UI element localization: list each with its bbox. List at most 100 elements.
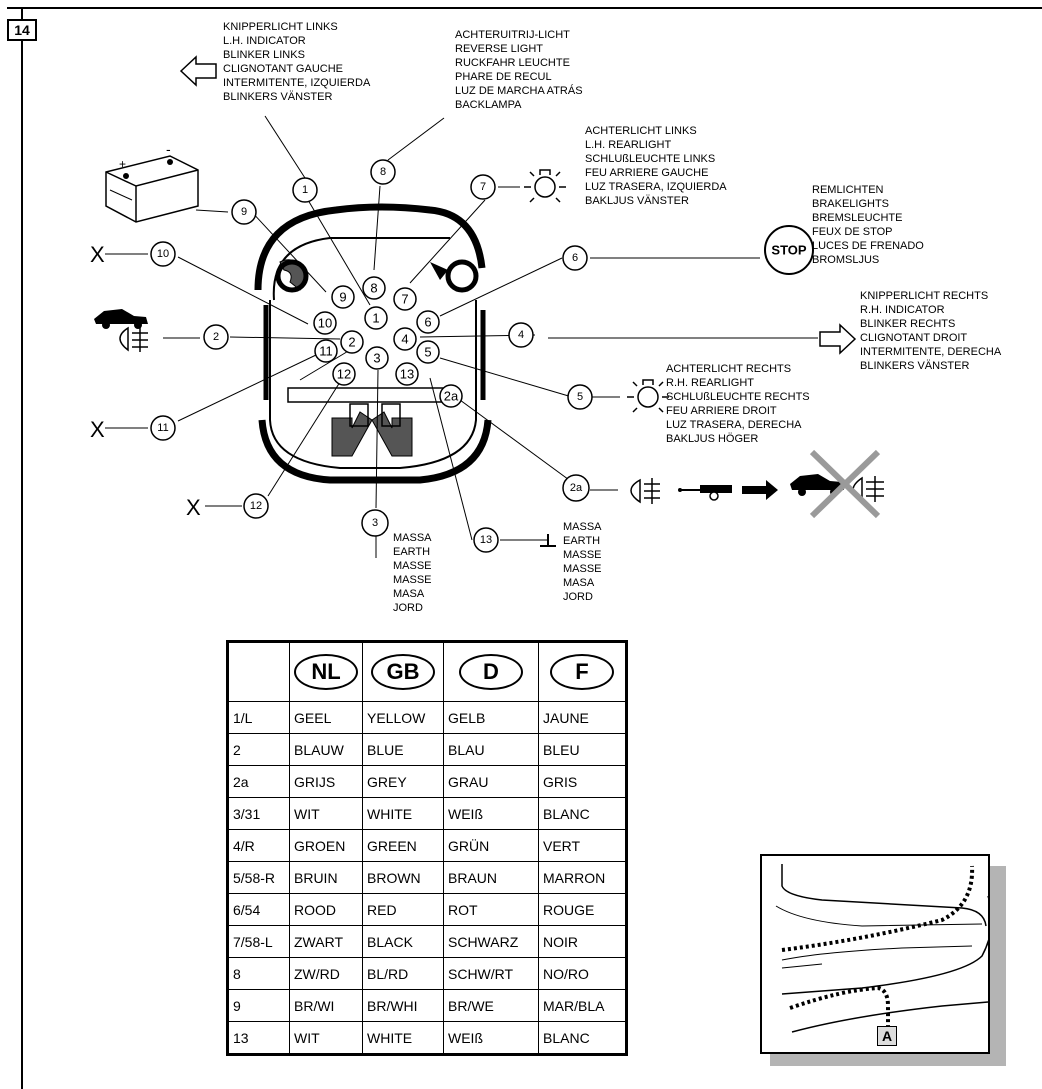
svg-text:-: -: [166, 141, 171, 157]
pin-label-12: 12: [337, 367, 351, 382]
pin-circle-8: [370, 159, 396, 185]
color-cell: BLANC: [538, 1021, 627, 1055]
pin-label-13: 13: [480, 534, 492, 546]
header-f: F: [538, 641, 627, 702]
stop-sign-text: STOP: [771, 243, 806, 258]
color-cell: BLAUW: [289, 733, 363, 766]
color-cell: GRIJS: [289, 765, 363, 798]
left-indicator-line-1: L.H. INDICATOR: [223, 35, 306, 47]
pin-circle-13: [395, 362, 419, 386]
pin-cell: 2: [227, 733, 290, 766]
pin-circle-6: [562, 245, 588, 271]
left-indicator-label: KNIPPERLICHT LINKS L.H. INDICATOR BLINKE…: [223, 21, 371, 103]
brake-line-2: BREMSLEUCHTE: [812, 212, 902, 224]
pin-label-2: 2: [348, 335, 355, 350]
color-cell: WEIß: [443, 1021, 539, 1055]
color-cell: BR/WE: [443, 989, 539, 1022]
color-cell: WHITE: [362, 1021, 444, 1055]
rind-line-0: KNIPPERLICHT RECHTS: [860, 290, 988, 302]
pin-circle-10: [150, 241, 176, 267]
header-label: GB: [371, 654, 435, 690]
right-rearlight-label: ACHTERLICHT RECHTS R.H. REARLIGHT SCHLUß…: [666, 363, 810, 445]
header-empty: [227, 641, 290, 702]
pin-label-7: 7: [401, 292, 408, 307]
crossed-car-icon: [790, 449, 884, 519]
pin-circle-2a: [439, 384, 463, 408]
bumper-drawing: [775, 864, 993, 1033]
color-cell: BRUIN: [289, 861, 363, 894]
reverse-light-label: ACHTERUITRIJ-LICHT REVERSE LIGHT RUCKFAH…: [455, 29, 583, 111]
car-icon: [94, 309, 148, 329]
pin-circle-13: [473, 527, 499, 553]
earth13-line-5: JORD: [563, 591, 593, 603]
lrear-line-1: L.H. REARLIGHT: [585, 139, 671, 151]
pin-cell: 9: [227, 989, 290, 1022]
pin-label-3: 3: [373, 351, 380, 366]
pin-label-4: 4: [401, 332, 408, 347]
pin-label-6: 6: [572, 252, 578, 264]
leader-lines: [105, 115, 818, 558]
left-arrow-icon: [179, 55, 217, 87]
header-label: NL: [294, 654, 358, 690]
reverse-line-5: BACKLAMPA: [455, 99, 522, 111]
bumper-inset: A: [760, 854, 993, 1054]
pin-label-2a: 2a: [570, 482, 583, 494]
fog-light-icon-2a: [630, 478, 660, 504]
color-cell: BR/WI: [289, 989, 363, 1022]
reverse-line-3: PHARE DE RECUL: [455, 71, 552, 83]
rind-line-5: BLINKERS VÄNSTER: [860, 360, 969, 372]
rind-line-2: BLINKER RECHTS: [860, 318, 955, 330]
brake-line-5: BROMSLJUS: [812, 254, 879, 266]
color-cell: RED: [362, 893, 444, 926]
pin-label-11: 11: [319, 344, 333, 359]
rrear-line-1: R.H. REARLIGHT: [666, 377, 754, 389]
color-cell: YELLOW: [362, 701, 444, 734]
color-cell: GREEN: [362, 829, 444, 862]
pin-cell: 3/31: [227, 797, 290, 830]
rrear-line-0: ACHTERLICHT RECHTS: [666, 363, 791, 375]
color-cell: ROUGE: [538, 893, 627, 926]
color-cell: ZW/RD: [289, 957, 363, 990]
pin-label-1: 1: [372, 311, 379, 326]
pin-label-2a: 2a: [444, 389, 459, 404]
color-cell: BROWN: [362, 861, 444, 894]
pin-circle-2a: [562, 474, 590, 502]
pin-cell: 5/58-R: [227, 861, 290, 894]
color-cell: GRAU: [443, 765, 539, 798]
pin-circle-6: [416, 310, 440, 334]
earth13-line-2: MASSE: [563, 549, 602, 561]
header-gb: GB: [362, 641, 444, 702]
earth3-line-1: EARTH: [393, 546, 430, 558]
earth3-line-2: MASSE: [393, 560, 432, 572]
pin-label-1: 1: [302, 184, 308, 196]
bulb-icon-right-rear: [627, 379, 669, 413]
pin-circle-11: [314, 339, 338, 363]
color-cell: WHITE: [362, 797, 444, 830]
color-cell: BRAUN: [443, 861, 539, 894]
brake-line-0: REMLICHTEN: [812, 184, 884, 196]
reverse-line-2: RUCKFAHR LEUCHTE: [455, 57, 570, 69]
pin-label-7: 7: [480, 181, 486, 193]
pin-label-8: 8: [370, 281, 377, 296]
earth3-line-5: JORD: [393, 602, 423, 614]
pin-circle-9: [231, 199, 257, 225]
color-cell: GREY: [362, 765, 444, 798]
color-cell: ROOD: [289, 893, 363, 926]
pin-circle-7: [393, 287, 417, 311]
color-cell: ROT: [443, 893, 539, 926]
left-indicator-line-4: INTERMITENTE, IZQUIERDA: [223, 77, 371, 89]
reverse-line-1: REVERSE LIGHT: [455, 43, 543, 55]
table-header-row: NL GB D F: [227, 641, 627, 702]
color-cell: NO/RO: [538, 957, 627, 990]
color-cell: BR/WHI: [362, 989, 444, 1022]
earth3-line-0: MASSA: [393, 532, 432, 544]
rind-line-4: INTERMITENTE, DERECHA: [860, 346, 1002, 358]
earth-13-label: MASSA EARTH MASSE MASSE MASA JORD: [563, 521, 602, 603]
pin-cell: 1/L: [227, 701, 290, 734]
stop-sign-icon: STOP: [764, 225, 814, 275]
pin-label-10: 10: [157, 248, 169, 260]
